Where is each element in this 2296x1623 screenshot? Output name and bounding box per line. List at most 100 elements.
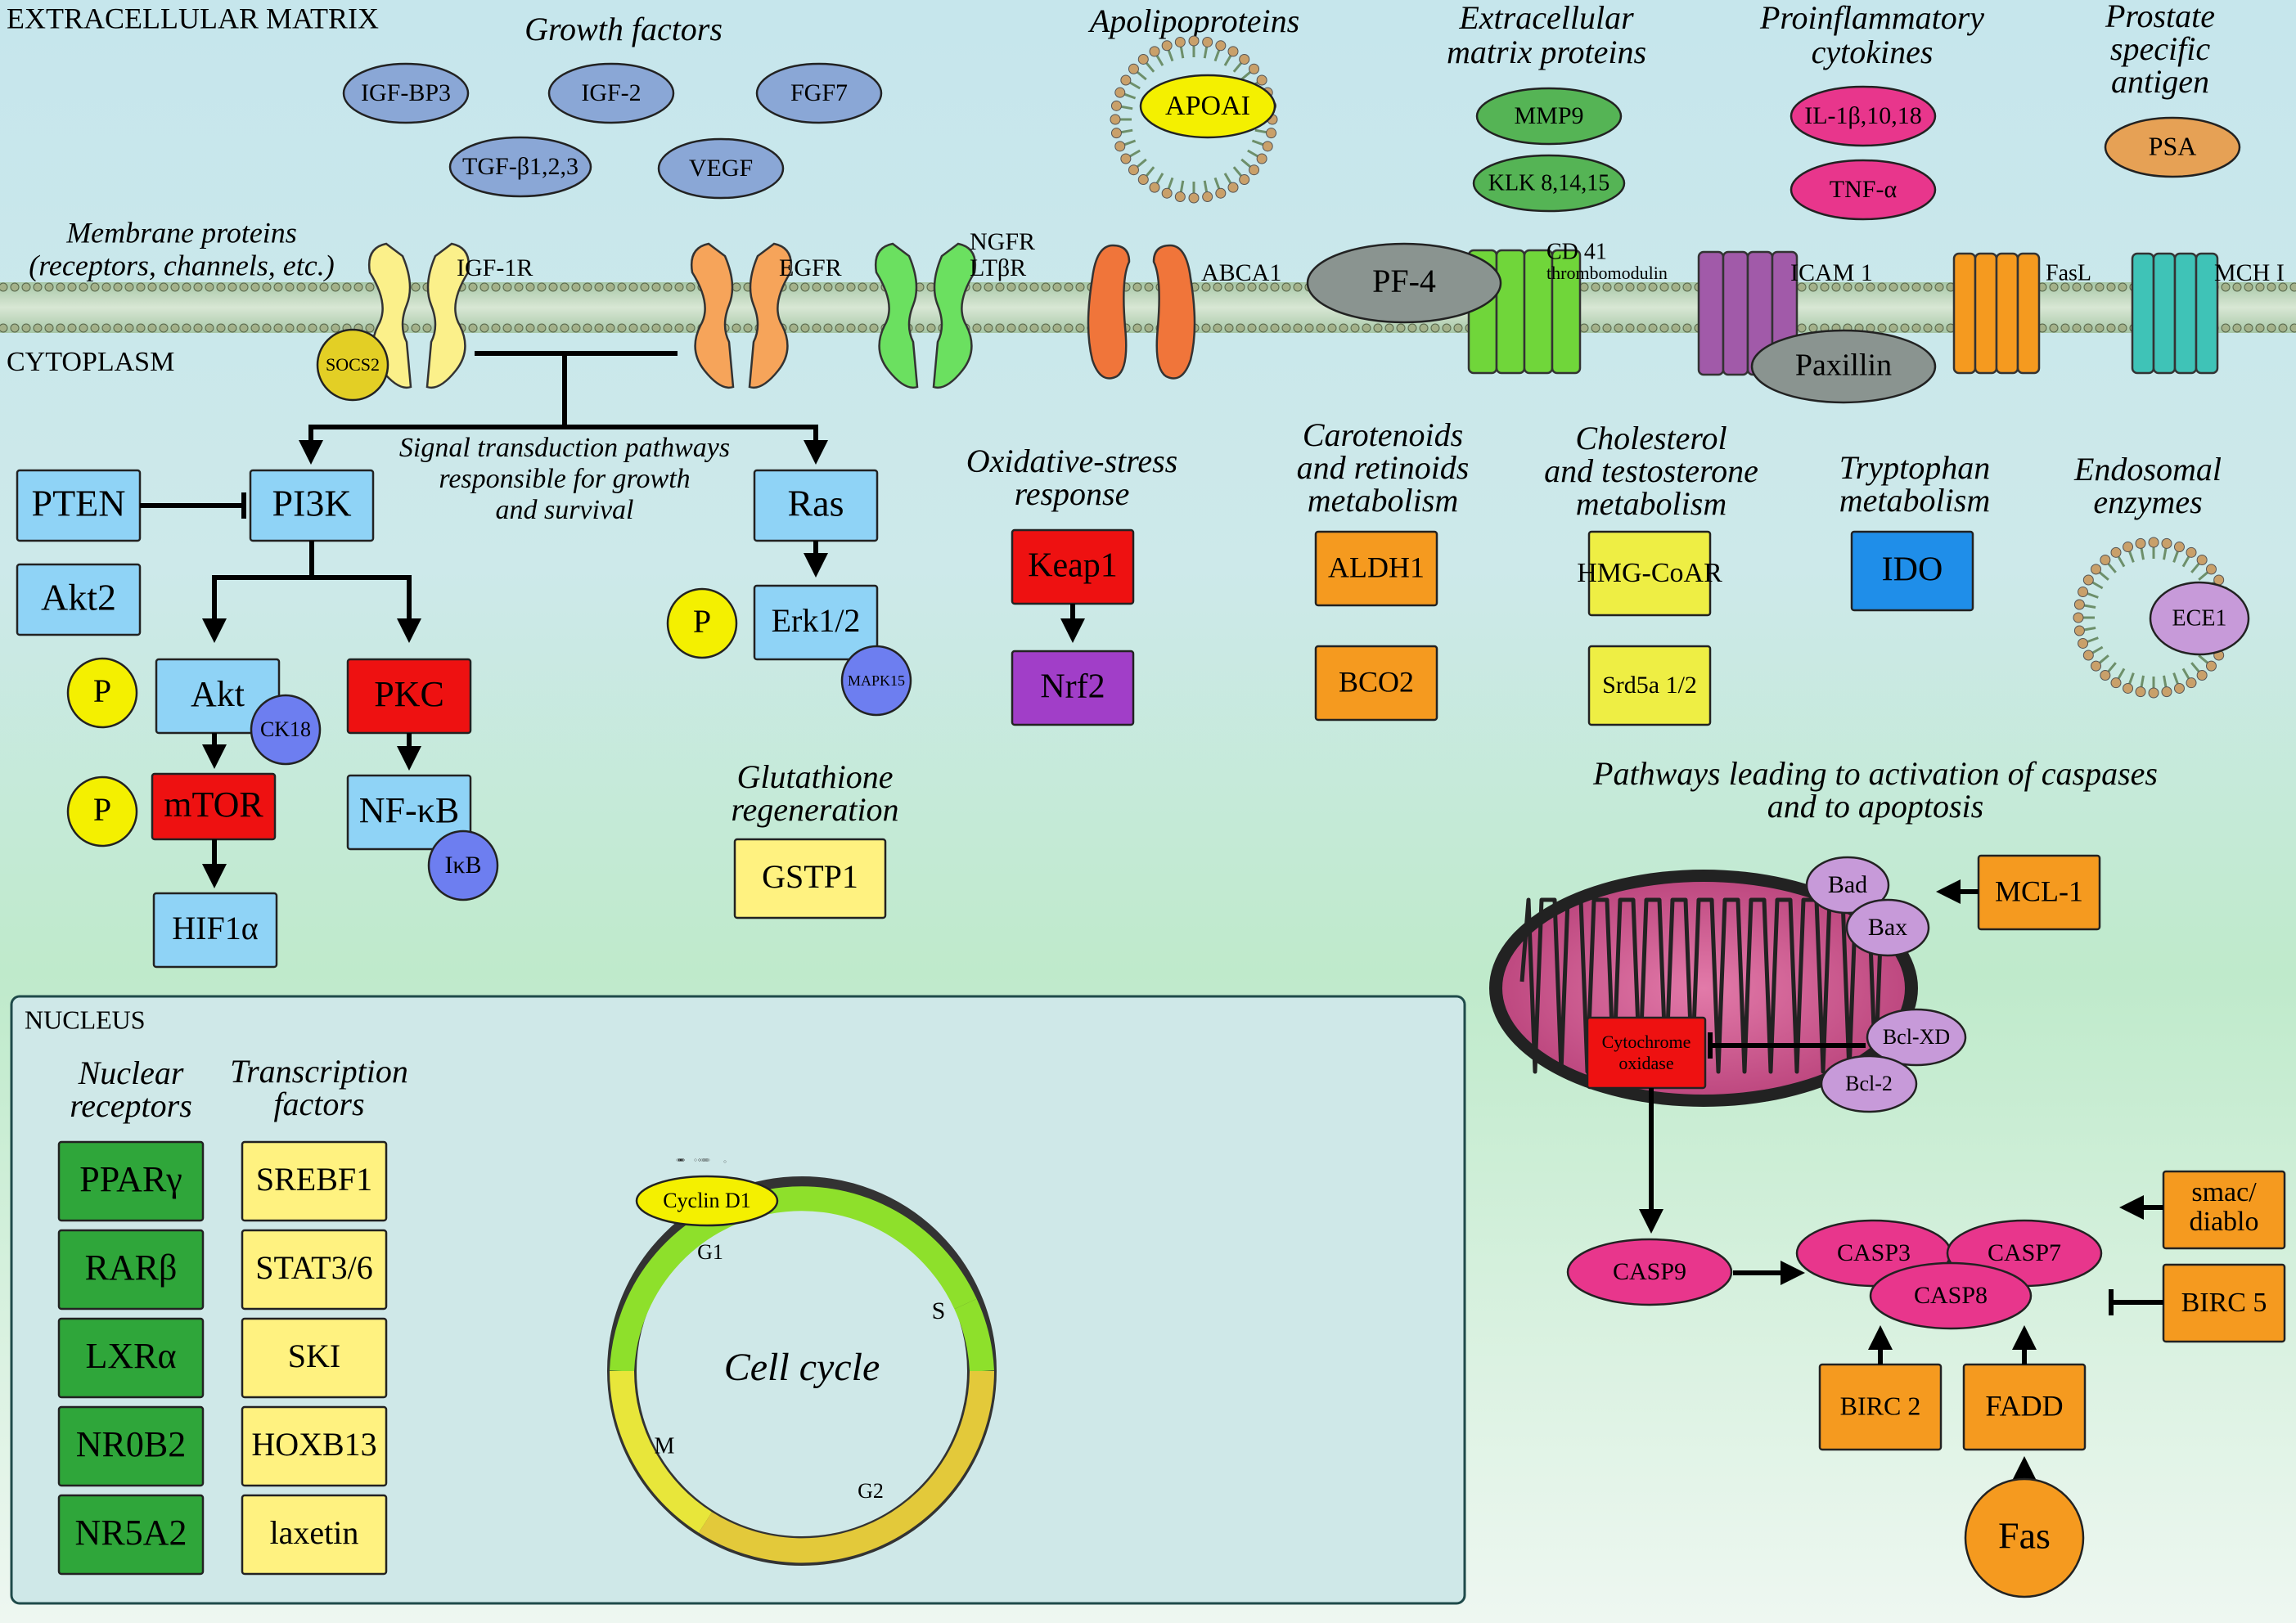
lipid-head xyxy=(2196,669,2208,681)
lipid-head xyxy=(1866,282,1875,292)
ecm-protein-mmp9: MMP9 xyxy=(1475,87,1623,146)
lipid-head xyxy=(1396,323,1406,333)
lipid-head xyxy=(239,323,249,333)
receptor-egfr xyxy=(690,242,793,389)
lipid-head xyxy=(2072,282,2082,292)
lipid-tail xyxy=(2172,549,2180,563)
lipid-head xyxy=(353,282,363,292)
lipid-tail xyxy=(2082,627,2096,632)
lipid-head xyxy=(2083,323,2093,333)
lipid-head xyxy=(640,282,650,292)
lipid-head xyxy=(514,282,524,292)
lipid-head xyxy=(2082,574,2094,586)
lipid-head xyxy=(2255,323,2265,333)
lipid-head xyxy=(835,323,844,333)
lipid-head xyxy=(1808,282,1818,292)
mch1-label: MCH I xyxy=(2214,259,2285,286)
lipid-head xyxy=(2221,282,2231,292)
lipid-head xyxy=(583,282,592,292)
enzyme-gstp1: GSTP1 xyxy=(733,838,887,919)
lipid-head xyxy=(2123,542,2134,553)
node-bcl-2: Bcl-2 xyxy=(1820,1054,1918,1113)
lipid-head xyxy=(1900,282,1910,292)
lipid-tail xyxy=(2181,668,2191,681)
lipid-head xyxy=(972,282,982,292)
lipid-tail xyxy=(2190,662,2201,674)
apoptosis-heading-line-2: and to apoptosis xyxy=(1767,788,1983,825)
node-mcl1: MCL-1 xyxy=(1977,854,2101,931)
nuclear-receptor-1-label: PPARγ xyxy=(79,1159,182,1199)
phospho-mtor-label: P xyxy=(93,791,111,828)
lipid-head xyxy=(1132,282,1142,292)
lipid-head xyxy=(0,323,8,333)
node-bcl-2-label: Bcl-2 xyxy=(1845,1072,1893,1095)
lipid-tail xyxy=(2190,561,2201,573)
lipid-head xyxy=(56,282,65,292)
lipid-head xyxy=(984,323,993,333)
lipid-tail xyxy=(1203,180,1209,194)
lipid-tail xyxy=(1232,61,1244,73)
lipid-head xyxy=(1281,323,1291,333)
lipid-tail xyxy=(1123,92,1137,100)
lipid-head xyxy=(1110,114,1121,125)
lipid-head xyxy=(1442,323,1452,333)
enzyme-ido: IDO xyxy=(1850,530,1974,612)
lipid-head xyxy=(1188,192,1200,204)
lipid-tail xyxy=(1144,61,1155,73)
growth-factor-tgf-b: TGF-β1,2,3 xyxy=(448,136,592,198)
nuclear-receptor-4-label: NR0B2 xyxy=(76,1424,186,1464)
node-mapk15-shape xyxy=(840,645,912,717)
socs2-protein-label: SOCS2 xyxy=(326,354,380,375)
lipid-head xyxy=(2255,282,2265,292)
node-nrf2-label: Nrf2 xyxy=(1040,668,1105,706)
nuclear-receptor-2-shape xyxy=(57,1229,205,1311)
lipid-head xyxy=(2135,686,2146,698)
node-bad-shape xyxy=(1805,856,1890,915)
node-cyclin-d1-label: Cyclin D1 xyxy=(663,1189,751,1212)
lipid-head xyxy=(1923,282,1933,292)
receptor-fasl-helix-2 xyxy=(1974,252,1998,375)
node-pkc: PKC xyxy=(346,658,472,735)
lipid-head xyxy=(2118,282,2127,292)
growth-factor-tgf-b-shape xyxy=(448,136,592,198)
nuclear-receptor-3-label: LXRα xyxy=(85,1336,176,1376)
lipid-head xyxy=(1144,282,1154,292)
node-cyclin-d1: Cyclin D1 xyxy=(635,1175,779,1227)
lipid-head xyxy=(1266,128,1277,139)
lipid-tail xyxy=(1232,166,1244,178)
lipid-head xyxy=(560,282,569,292)
node-nrf2: Nrf2 xyxy=(1011,650,1135,726)
phase-g1-label: G1 xyxy=(697,1240,723,1264)
transcription-factor-3: SKI xyxy=(241,1317,388,1399)
prostate-specific-antigen-shape xyxy=(2104,116,2241,178)
node-akt: Akt xyxy=(155,658,281,735)
phospho-mtor-shape xyxy=(66,776,138,847)
node-keap1-label: Keap1 xyxy=(1028,547,1118,585)
lipid-tail xyxy=(2082,604,2096,609)
node-mapk15-label: MAPK15 xyxy=(848,672,905,689)
lipid-head xyxy=(846,282,856,292)
lipid-head xyxy=(1239,53,1250,65)
node-birc5-label: BIRC 5 xyxy=(2181,1288,2267,1318)
lipid-head xyxy=(273,323,283,333)
lipid-head xyxy=(319,323,329,333)
growth-factor-igf-bp3-shape xyxy=(342,62,470,124)
transcription-factor-4-label: HOXB13 xyxy=(251,1426,376,1463)
lipid-head xyxy=(1227,46,1239,57)
lipid-head xyxy=(1215,187,1227,199)
receptor-cd41-helix-4 xyxy=(1551,249,1582,375)
node-casp9: CASP9 xyxy=(1566,1238,1733,1306)
lipid-tail xyxy=(2140,546,2145,560)
lipid-head xyxy=(732,323,741,333)
lipid-head xyxy=(2095,323,2105,333)
lipid-head xyxy=(296,282,306,292)
lipid-head xyxy=(2186,546,2197,558)
phospho-erk-shape xyxy=(666,587,738,659)
lipid-head xyxy=(285,282,295,292)
lipid-head xyxy=(1128,63,1139,74)
lipid-head xyxy=(1075,282,1085,292)
receptor-fasl xyxy=(1952,252,2041,375)
node-ras-label: Ras xyxy=(788,483,844,524)
cytokine-il-label: IL-1β,10,18 xyxy=(1804,102,1922,129)
